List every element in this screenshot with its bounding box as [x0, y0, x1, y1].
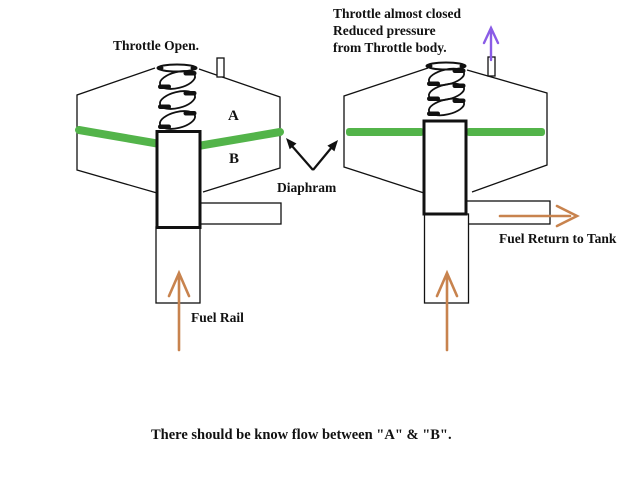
- left-regulator-diagram: [75, 57, 284, 352]
- outlet-pipe: [198, 202, 282, 225]
- spring-icon: [156, 63, 198, 130]
- inlet-pipe: [423, 213, 470, 304]
- diaphragm-label: Diaphram: [277, 180, 337, 195]
- diaphragm-pointer-arrows: [286, 138, 338, 171]
- right-diagram-title-line1: Throttle almost closed: [333, 6, 461, 21]
- outlet-pipe: [463, 200, 551, 225]
- fuel-return-arrow-icon: [498, 204, 580, 228]
- vacuum-arrow-icon: [482, 25, 500, 62]
- diaphragm-band-left: [346, 128, 424, 136]
- valve-body: [422, 119, 468, 216]
- vent-pipe: [216, 57, 225, 78]
- right-regulator-diagram: [343, 25, 580, 352]
- housing-outline: [343, 67, 548, 194]
- diaphragm-band-right: [466, 128, 545, 136]
- fuel-rail-arrow-icon: [435, 269, 459, 352]
- spring-icon: [425, 61, 467, 117]
- fuel-rail-label: Fuel Rail: [191, 310, 244, 325]
- valve-body: [155, 130, 202, 229]
- caption-text: There should be know flow between "A" & …: [151, 427, 452, 443]
- chamber-b-label: B: [229, 151, 240, 167]
- fuel-return-label: Fuel Return to Tank: [499, 231, 617, 246]
- right-diagram-title-line2: Reduced pressure: [333, 23, 436, 38]
- left-diagram-title: Throttle Open.: [113, 38, 200, 53]
- right-diagram-title-line3: from Throttle body.: [333, 40, 447, 55]
- fuel-rail-arrow-icon: [167, 269, 191, 352]
- chamber-a-label: A: [228, 108, 239, 124]
